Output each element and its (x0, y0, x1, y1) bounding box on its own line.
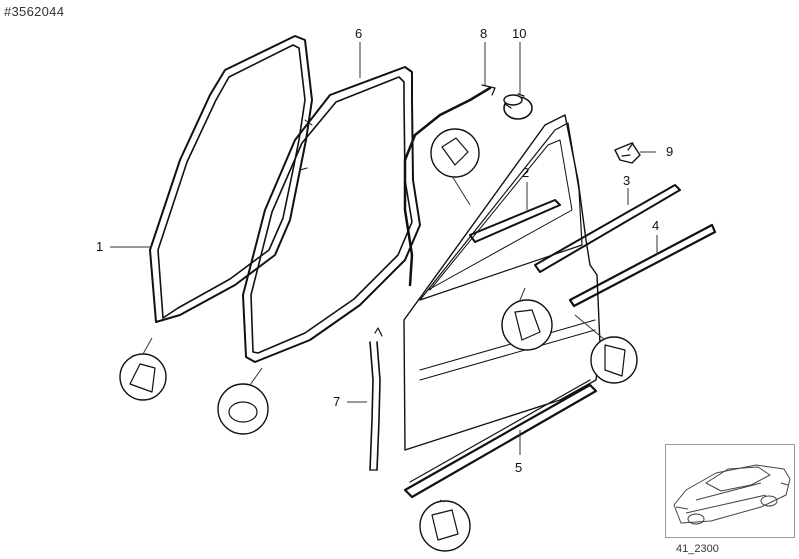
door-frame-seal-icon (149, 35, 313, 323)
plug-icon (503, 93, 533, 120)
outer-window-moulding-icon (534, 184, 681, 273)
callout-3: 3 (623, 173, 630, 188)
callout-6: 6 (355, 26, 362, 41)
sill-moulding-icon (403, 379, 598, 499)
door-panel-icon (403, 114, 601, 451)
door-trim-strip-icon (568, 223, 717, 308)
door-seal-icon (242, 66, 421, 363)
car-icon (673, 464, 791, 525)
upper-trim-icon (403, 84, 496, 287)
clip-icon (614, 142, 641, 164)
window-channel-strip-icon (469, 199, 561, 243)
illustration-code: 41_2300 (676, 543, 719, 555)
callout-10: 10 (512, 26, 526, 41)
pillar-seal-icon (369, 327, 383, 471)
document-id: #3562044 (4, 4, 65, 19)
leader-lines (110, 42, 658, 503)
callout-2: 2 (522, 165, 529, 180)
callout-8: 8 (480, 26, 487, 41)
callout-1: 1 (96, 239, 103, 254)
detail-section-icon (119, 128, 638, 552)
vehicle-location-inset (665, 444, 795, 538)
callout-7: 7 (333, 394, 340, 409)
callout-5: 5 (515, 460, 522, 475)
callout-9: 9 (666, 144, 673, 159)
callout-4: 4 (652, 218, 659, 233)
